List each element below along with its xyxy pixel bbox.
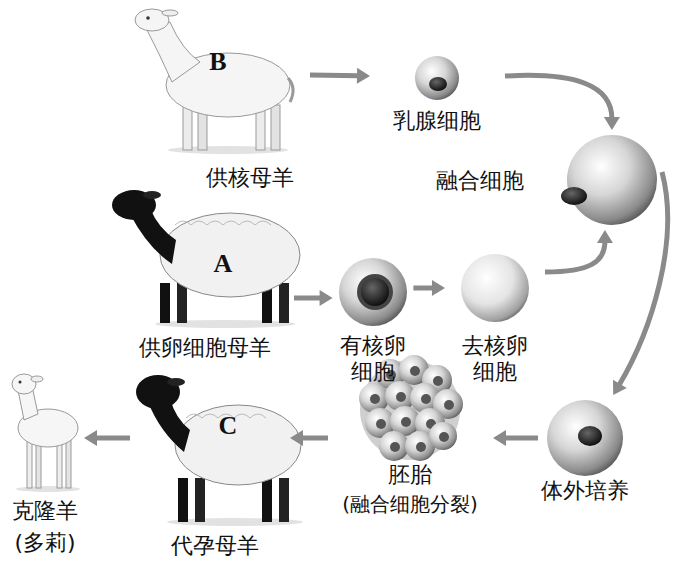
- process-arrow: [545, 230, 613, 272]
- arrow-line: [619, 172, 668, 386]
- egg-donor-sheep-a: [112, 190, 300, 328]
- arrow-head: [432, 280, 445, 296]
- cell-label: 去核卵 细胞: [458, 333, 533, 386]
- embryo-note: (融合细胞分裂): [342, 492, 478, 516]
- arrow-head: [84, 430, 97, 446]
- sheep-letter: B: [209, 46, 226, 77]
- arrow-head: [604, 117, 620, 130]
- surrogate-sheep: C 代孕母羊: [130, 368, 290, 566]
- lamb-label: 克隆羊: [12, 498, 78, 524]
- process-arrow: [493, 430, 538, 446]
- process-arrow: [613, 172, 668, 395]
- cell-node: 乳腺细胞: [370, 52, 505, 138]
- arrow-line: [413, 285, 434, 290]
- fused-cell: [561, 135, 657, 225]
- cell-node: 融合细胞: [430, 130, 662, 230]
- arrow-line: [505, 75, 612, 119]
- arrow-head: [320, 290, 333, 306]
- arrow-line: [294, 295, 322, 300]
- arrow-head: [613, 380, 627, 395]
- arrow-line: [545, 241, 605, 272]
- process-arrow: [290, 430, 328, 446]
- cell-node: 体外培养: [538, 395, 632, 507]
- embryo-node: 胚胎 (融合细胞分裂): [328, 355, 493, 535]
- arrow-line: [310, 72, 359, 78]
- sheep-letter: A: [214, 248, 233, 279]
- surrogate-sheep-c: [136, 375, 303, 526]
- cell-node: 有核卵 细胞: [333, 255, 414, 390]
- arrow-head: [357, 68, 370, 84]
- cell-label: 有核卵 细胞: [336, 333, 411, 386]
- mammary-cell: [415, 56, 459, 100]
- embryo-label: 胚胎: [388, 462, 432, 488]
- process-arrow: [505, 75, 620, 130]
- arrow-line: [504, 435, 538, 440]
- cell-label: 体外培养: [541, 478, 629, 504]
- sheep-label: 供核母羊: [206, 165, 294, 191]
- arrow-line: [95, 436, 130, 441]
- cell-label: 融合细胞: [436, 168, 524, 194]
- donor-sheep-b: [135, 9, 293, 154]
- process-arrow: [84, 430, 130, 446]
- clone-lamb: [12, 374, 80, 492]
- enucleated-egg: [461, 254, 529, 322]
- donor-sheep: B 供核母羊: [125, 2, 310, 197]
- sheep-label: 代孕母羊: [171, 533, 259, 559]
- sheep-letter: C: [219, 410, 238, 441]
- lamb-note: (多莉): [14, 530, 75, 556]
- nucleated-egg: [339, 258, 407, 326]
- cultured-cell: [547, 400, 623, 476]
- process-arrow: [413, 280, 445, 296]
- egg-donor-sheep: A 供卵细胞母羊: [112, 178, 294, 366]
- arrow-head: [290, 430, 303, 446]
- cell-label: 乳腺细胞: [393, 108, 481, 134]
- arrow-head: [493, 430, 506, 446]
- clone-lamb-node: 克隆羊 (多莉): [6, 368, 84, 563]
- process-arrow: [294, 290, 333, 306]
- arrow-head: [597, 230, 613, 243]
- arrow-line: [301, 435, 328, 440]
- process-arrow: [310, 68, 370, 84]
- cell-node: 去核卵 细胞: [445, 245, 545, 390]
- sheep-label: 供卵细胞母羊: [139, 335, 271, 361]
